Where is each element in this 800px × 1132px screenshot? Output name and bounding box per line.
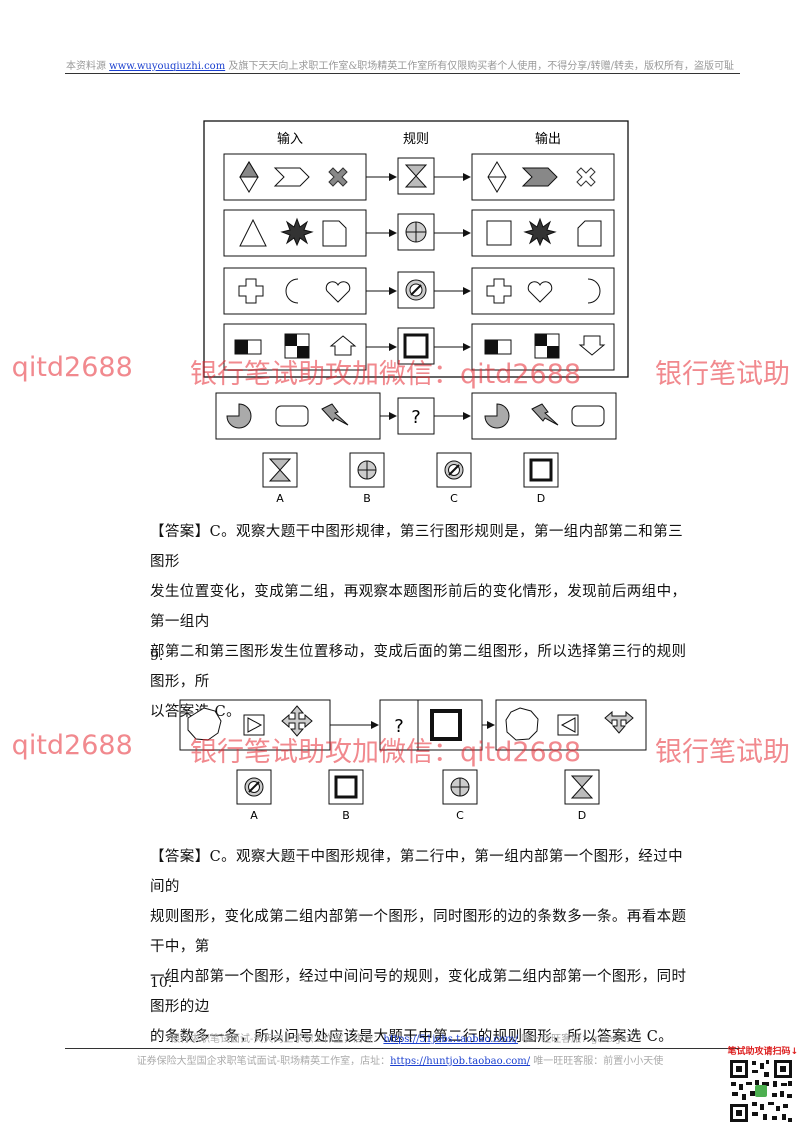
footer-link-51jobs[interactable]: https://51jobs.taobao.com/ [383, 1034, 518, 1045]
option-d-label: D [537, 492, 545, 505]
q9-question-mark: ? [394, 716, 404, 737]
q9-option-c-label: C [456, 809, 464, 822]
reversed-triangle-in-square-shape [558, 715, 578, 735]
footer-line-2: 证券保险大型国企求职笔试面试-职场精英工作室，店址：https://huntjo… [0, 1052, 800, 1067]
question-mark: ? [411, 407, 421, 428]
four-way-arrow-shape [282, 706, 312, 736]
triangle-in-square-shape [244, 715, 264, 735]
col-output-label: 输出 [535, 131, 561, 147]
option-c-label: C [450, 492, 458, 505]
footer-link-huntjob[interactable]: https://huntjob.taobao.com/ [390, 1056, 530, 1067]
filled-chevron-shape [523, 168, 557, 186]
pacman-pie-shape [227, 404, 251, 428]
footer-line-1: 银行求职笔试面试-天天向上求职工作室，店址：https://51jobs.tao… [0, 1030, 800, 1045]
col-rule-label: 规则 [403, 132, 429, 147]
qr-code-icon[interactable] [728, 1058, 794, 1124]
q9-option-b-label: B [342, 809, 350, 822]
rule-row-3 [224, 268, 614, 314]
circle-slash-shape [406, 280, 426, 300]
answer-9-line: 【答案】C。观察大题干中图形规律，第二行中，第一组内部第一个图形，经过中间的 [150, 842, 690, 902]
hourglass-shape [406, 165, 426, 187]
x-cross-shape [329, 168, 347, 186]
heart-shape [326, 282, 350, 302]
circled-cross-shape [406, 222, 426, 242]
crescent-shape [286, 279, 298, 303]
plus-cross-shape [239, 279, 263, 303]
triangle-shape [240, 220, 266, 246]
option-a-label: A [276, 492, 284, 505]
t-arrow-shape [605, 712, 633, 733]
outline-diamond [488, 162, 506, 192]
answer-9-paragraph: 【答案】C。观察大题干中图形规律，第二行中，第一组内部第一个图形，经过中间的 规… [150, 842, 690, 1052]
answer-9-line: 一组内部第一个图形，经过中间问号的规则，变化成第二组内部第一个图形，同时图形的边 [150, 962, 690, 1022]
rule-row-1 [224, 154, 614, 200]
footer-text: 唯一旺旺客服：galerjm [518, 1034, 630, 1045]
up-arrow-house-shape [331, 336, 355, 355]
answer-9-line: 规则图形，变化成第二组内部第一个图形，同时图形的边的条数多一条。再看本题干中，第 [150, 902, 690, 962]
lightning-shape [322, 404, 348, 425]
option-b-label: B [363, 492, 371, 505]
down-arrow-house-shape [580, 336, 604, 355]
star-burst-shape [282, 219, 312, 245]
figure-question-9: ? A B C D [0, 690, 800, 840]
square-shape [487, 221, 511, 245]
thick-square-shape [405, 335, 427, 357]
footer-text: 唯一旺旺客服：前置小小天使 [530, 1056, 663, 1067]
answer-8-line: 发生位置变化，变成第二组，再观察本题图形前后的变化情形，发现前后两组中，第一组内 [150, 577, 690, 637]
footer-text: 银行求职笔试面试-天天向上求职工作室，店址： [170, 1034, 383, 1045]
footer-text: 证券保险大型国企求职笔试面试-职场精英工作室，店址： [137, 1056, 390, 1067]
figure-question-8: 输入 规则 输出 [0, 0, 800, 520]
rounded-rect-shape [276, 406, 308, 426]
options-row-8: A B C D [263, 453, 558, 505]
answer-8-line: 【答案】C。观察大题干中图形规律，第三行图形规则是，第一组内部第二和第三图形 [150, 517, 690, 577]
heptagon-shape [188, 708, 221, 740]
half-shaded-diamond [240, 162, 258, 192]
outline-x-shape [577, 168, 595, 186]
cut-square-shape [323, 221, 346, 246]
footer-divider [65, 1048, 740, 1049]
checker-square-shape [285, 334, 309, 358]
rule-row-4 [224, 324, 614, 370]
q9-thick-square [432, 711, 460, 739]
question-10-number: 10. [150, 975, 172, 991]
rule-table-frame [204, 121, 628, 377]
col-input-label: 输入 [277, 131, 303, 147]
q9-option-a-label: A [250, 809, 258, 822]
q9-option-d-label: D [578, 809, 586, 822]
octagon-shape [506, 708, 538, 740]
promo-label: 笔试助攻请扫码↓ [727, 1044, 798, 1057]
chevron-shape [275, 168, 309, 186]
question-9-number: 9. [150, 648, 163, 664]
split-rectangle-shape [235, 340, 261, 354]
question-row: ? [216, 393, 616, 439]
rule-row-2 [224, 210, 614, 256]
answer-8-line: 部第二和第三图形发生位置移动，变成后面的第二组图形，所以选择第三行的规则图形，所 [150, 637, 690, 697]
